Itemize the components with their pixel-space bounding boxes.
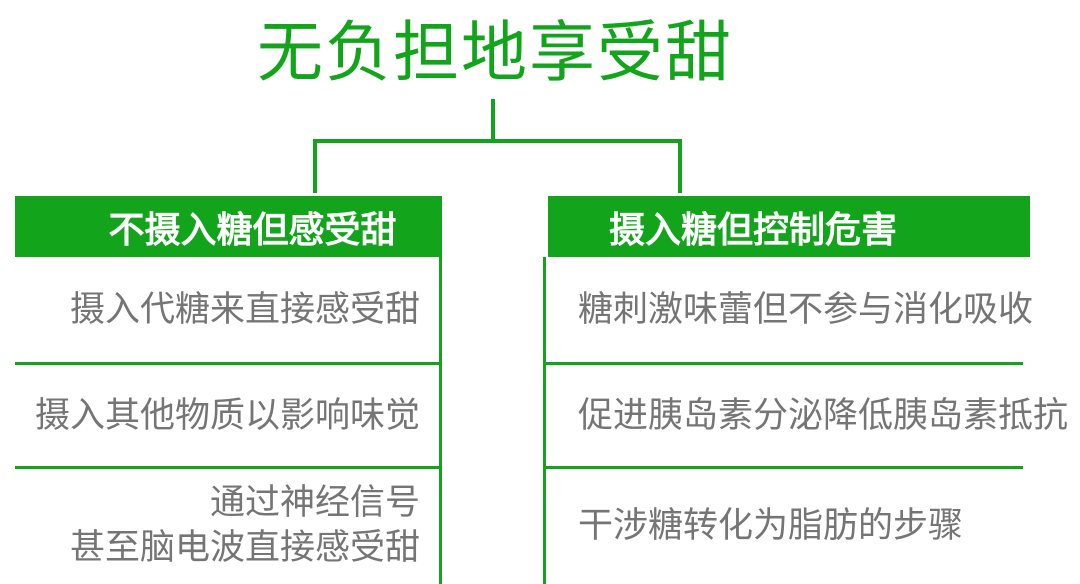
left-row-neural-signals: 通过神经信号 甚至脑电波直接感受甜 [69,483,420,567]
left-column-divider [439,257,442,584]
left-row-other-substances: 摄入其他物质以影响味觉 [34,396,420,435]
right-row-fat-conversion: 干涉糖转化为脂肪的步骤 [578,505,964,545]
connector-crossbar [313,139,682,143]
left-row-substitute-sweeteners: 摄入代糖来直接感受甜 [69,290,420,329]
right-column-divider [543,257,546,584]
branch-header-no-sugar: 不摄入糖但感受甜 [15,196,442,257]
branch-header-control-harm: 摄入糖但控制危害 [548,196,1030,257]
right-row-taste-buds: 糖刺激味蕾但不参与消化吸收 [578,290,1034,329]
connector-stem [491,99,495,140]
connector-drop-left [313,139,317,193]
right-row-separator-1 [545,362,1023,365]
right-row-separator-2 [545,466,1023,469]
left-row-separator-2 [15,466,440,469]
right-row-insulin: 促进胰岛素分泌降低胰岛素抵抗 [578,396,1069,435]
connector-drop-right [678,139,682,193]
diagram-title: 无负担地享受甜 [257,15,733,89]
left-row-separator-1 [15,362,440,365]
